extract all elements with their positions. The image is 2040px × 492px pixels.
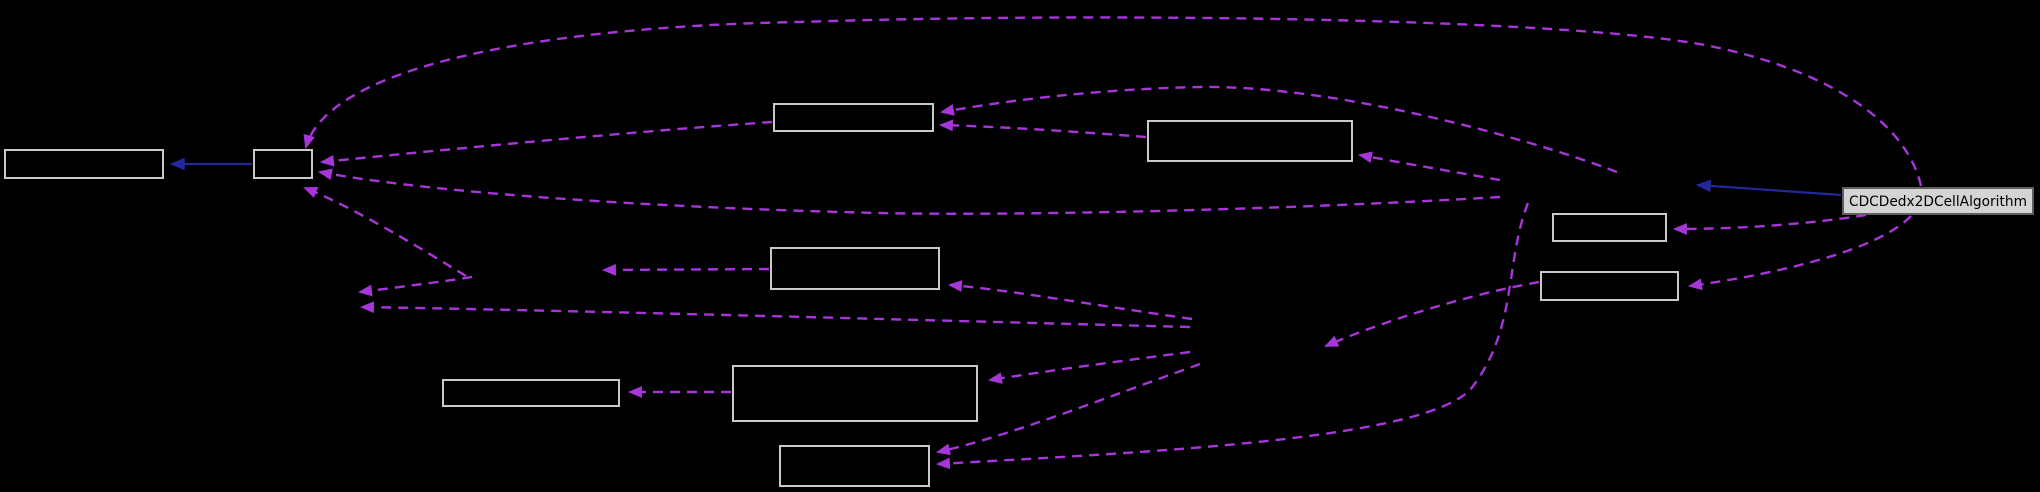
graph-node-10[interactable] — [1540, 271, 1679, 301]
node-box[interactable] — [773, 103, 934, 132]
graph-node-6[interactable] — [442, 379, 620, 407]
node-box[interactable] — [1147, 120, 1353, 162]
graph-node-8[interactable] — [779, 445, 930, 487]
node-box[interactable] — [1842, 187, 2034, 215]
graph-node-2[interactable] — [253, 149, 313, 179]
inheritance-edge-from-algorithm — [1695, 179, 1842, 197]
dependency-edge-over-node4 — [939, 85, 1618, 174]
graph-node-7[interactable] — [732, 365, 978, 422]
dependency-edge-into-node9 — [1672, 213, 1867, 235]
graph-node-3[interactable] — [773, 103, 934, 132]
dependency-edge-node10-left — [1324, 280, 1540, 348]
graph-node-4[interactable] — [1147, 120, 1353, 162]
node-box[interactable] — [442, 379, 620, 407]
dependency-edge-float-lower — [359, 301, 1191, 329]
dependency-edge-node5-left — [601, 264, 770, 276]
dependency-edge-into-node10 — [1687, 215, 1912, 291]
node-layer: CDCDedx2DCellAlgorithm — [4, 103, 2034, 487]
dependency-edge-into-node5 — [947, 280, 1193, 321]
dependency-edge-node2-bottom — [303, 186, 467, 278]
node-box[interactable] — [253, 149, 313, 179]
dependency-edge-long-sag-node2 — [317, 168, 1501, 215]
edge-layer — [169, 16, 1923, 470]
node-box[interactable] — [1552, 213, 1667, 242]
dependency-edge-top-long — [303, 16, 1923, 187]
dependency-edge-node3-node2 — [319, 120, 773, 167]
graph-node-1[interactable] — [4, 149, 164, 179]
dependency-edge-into-node7 — [987, 350, 1191, 384]
dependency-edge-into-node4 — [1357, 151, 1501, 182]
dependency-edge-float-upper — [357, 275, 473, 297]
node-box[interactable] — [779, 445, 930, 487]
node-box[interactable] — [4, 149, 164, 179]
node-cdcdedx2dcellalgorithm[interactable]: CDCDedx2DCellAlgorithm — [1842, 187, 2034, 215]
node-box[interactable] — [770, 247, 940, 290]
node-box[interactable] — [1540, 271, 1679, 301]
node-box[interactable] — [732, 365, 978, 422]
dependency-edge-into-node8-upper — [935, 362, 1201, 456]
node-label: CDCDedx2DCellAlgorithm — [1849, 194, 2027, 210]
graph-node-9[interactable] — [1552, 213, 1667, 242]
dependency-edge-big-curve-node8 — [935, 202, 1530, 470]
dependency-edge-node4-node3 — [938, 119, 1147, 139]
graph-node-5[interactable] — [770, 247, 940, 290]
